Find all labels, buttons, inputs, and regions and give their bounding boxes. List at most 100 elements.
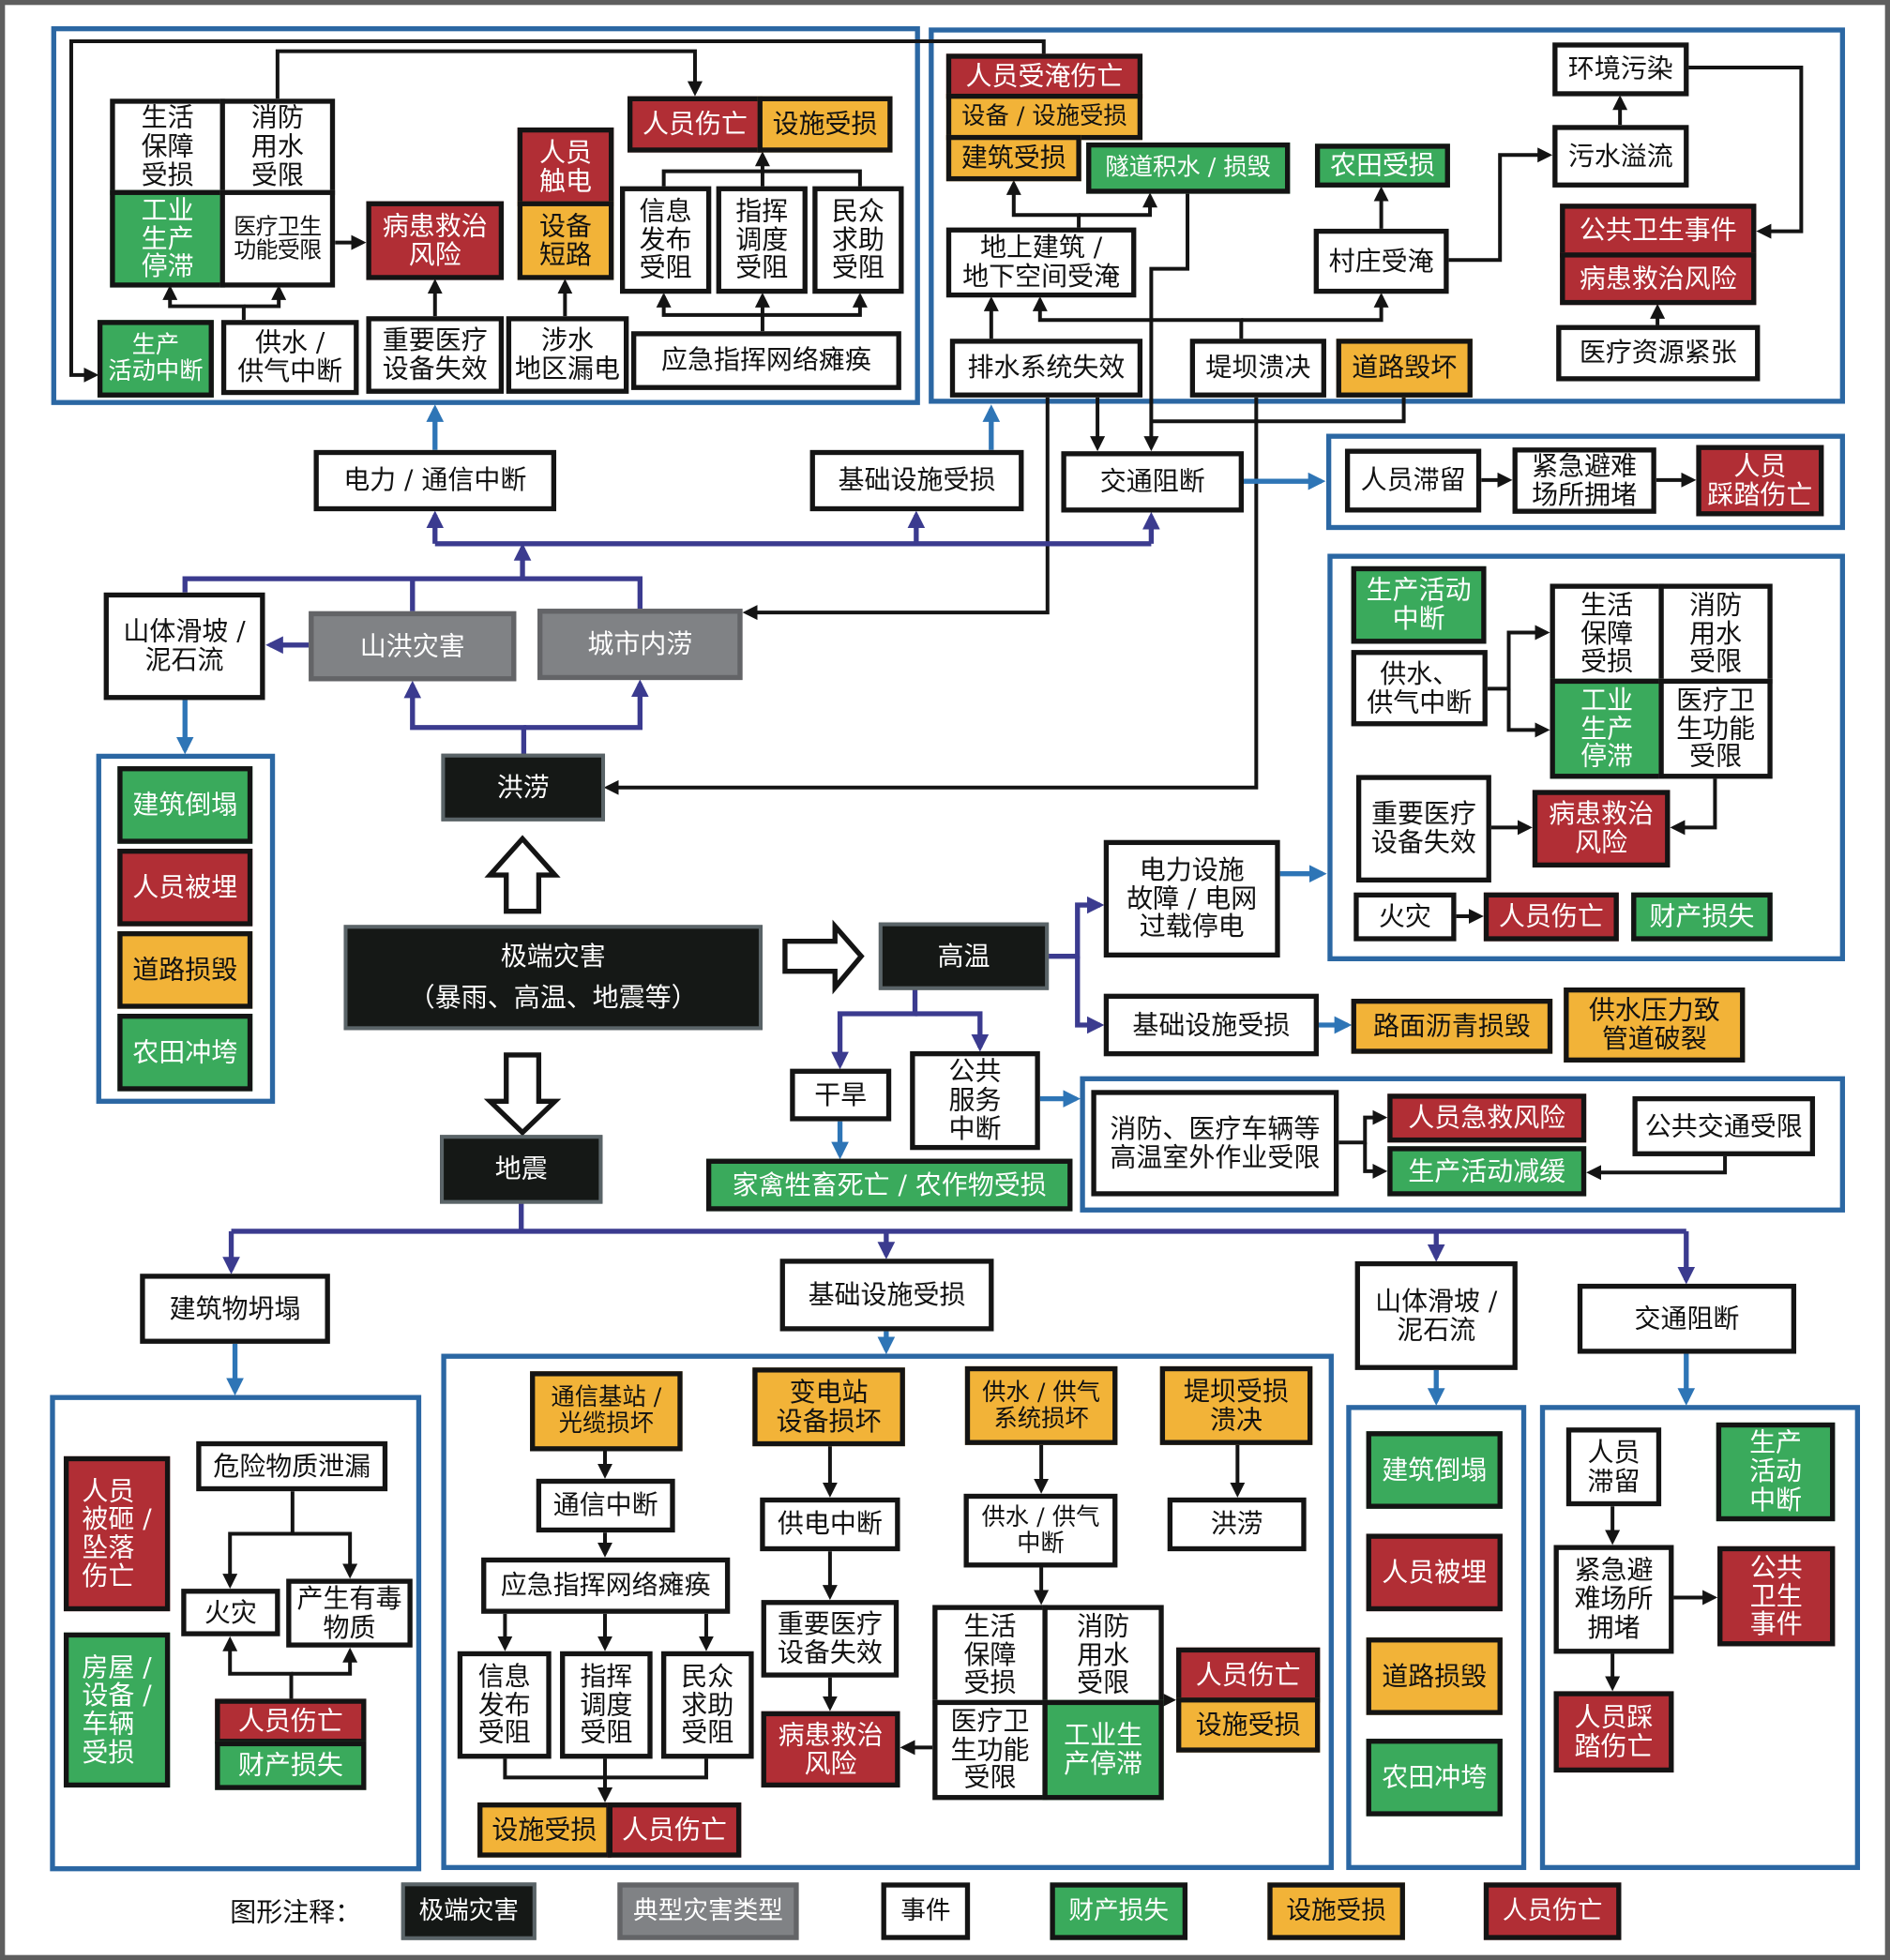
group-heat-service-impacts <box>1080 1076 1846 1213</box>
node-quake-stampede: 人员踩 踏伤亡 <box>1553 1691 1674 1773</box>
node-landslide-road-damage: 道路损毁 <box>117 931 253 1009</box>
node-heat-medical-equipment-failure: 重要医疗 设备失效 <box>1355 775 1491 883</box>
node-earthquake: 地震 <box>440 1135 603 1204</box>
node-quake-patient-care-risk: 病患救治 风险 <box>761 1711 900 1788</box>
node-quake-production-interrupted: 生产 活动 中断 <box>1716 1422 1836 1522</box>
node-power-comm-outage: 电力 / 通信中断 <box>313 449 557 512</box>
node-quake-landslide-building-collapse: 建筑倒塌 <box>1366 1431 1503 1509</box>
node-industrial-halt: 工业 生产 停滞 <box>110 189 225 288</box>
node-telecom-damage: 通信基站 / 光缆损坏 <box>530 1371 683 1452</box>
node-tunnel-flooding: 隧道积水 / 损毁 <box>1086 142 1291 194</box>
node-quake-info-release-blocked: 信息 发布 受阻 <box>457 1651 552 1759</box>
link-heat-watergas-to-top <box>1487 625 1550 691</box>
legend-typical-disaster-type: 典型灾害类型 <box>617 1882 799 1940</box>
node-public-health-event: 公共卫生事件 <box>1560 204 1757 258</box>
node-heat-casualties: 人员伤亡 <box>1483 892 1619 942</box>
node-drainage-failure: 排水系统失效 <box>949 339 1143 398</box>
link-loss-to-toxic <box>291 1647 358 1676</box>
link-dam-to-buildings <box>1032 295 1244 339</box>
legend-extreme-disaster: 极端灾害 <box>401 1882 537 1940</box>
node-heat: 高温 <box>878 922 1050 990</box>
node-quake-stranded: 人员 滞留 <box>1565 1427 1662 1507</box>
node-livestock-crop-loss: 家禽牲畜死亡 / 农作物受损 <box>705 1158 1073 1212</box>
node-patient-care-risk-2: 病患救治风险 <box>1560 252 1757 306</box>
link-buildings-to-building-damage <box>1005 179 1081 228</box>
node-quake-public-health-event: 公共 卫生 事件 <box>1717 1545 1836 1647</box>
node-extreme-disaster: 极端灾害 （暴雨、高温、地震等） <box>343 925 763 1031</box>
node-outdoor-work-restricted: 消防、医疗车辆等 高温室外作业受限 <box>1091 1090 1339 1197</box>
node-quake-facility-damage: 设施受损 <box>477 1802 612 1858</box>
flow-flood-to-urban-waterlogging <box>523 679 649 731</box>
node-collapse-property-loss: 财产损失 <box>215 1741 367 1790</box>
node-quake-command-dispatch-blocked: 指挥 调度 受阻 <box>560 1651 653 1759</box>
link-heat-watergas-to-bottom <box>1506 688 1550 738</box>
node-heat-medical-function-limited: 医疗卫 生功能 受限 <box>1658 678 1773 779</box>
node-production-interrupted: 生产 活动中断 <box>97 320 214 398</box>
node-farmland-damage: 农田受损 <box>1314 143 1450 188</box>
node-patient-care-risk: 病患救治 风险 <box>366 201 505 280</box>
flow-heat-to-drought <box>831 989 918 1070</box>
link-village-to-sewage <box>1448 147 1553 263</box>
node-equipment-facility-damage: 设备 / 设施受损 <box>945 93 1143 141</box>
node-substation-damage: 变电站 设备损坏 <box>752 1367 905 1447</box>
link-buildings-to-tunnel <box>1079 192 1158 218</box>
group-quake-landslide-impacts <box>1346 1405 1527 1871</box>
node-dam-damage: 堤坝受损 溃决 <box>1159 1365 1313 1445</box>
flow-heat-to-public-service <box>915 1011 990 1052</box>
node-quake-public-help-blocked: 民众 求助 受阻 <box>660 1651 754 1759</box>
hollow-arrow-up-icon <box>484 835 561 914</box>
node-buildings-flooded: 地上建筑 / 地下空间受淹 <box>945 227 1137 298</box>
node-collapse-casualties: 人员伤亡 <box>215 1698 367 1744</box>
node-quake-command-network-paralysis: 应急指挥网络瘫痪 <box>481 1557 731 1614</box>
node-flood-traffic-blocked: 交通阻断 <box>1061 451 1245 513</box>
flow-heat-to-power-failure <box>1049 896 1105 959</box>
flow-heat-to-infrastructure <box>1075 956 1105 1034</box>
legend-title: 图形注释： <box>230 1897 362 1928</box>
root-label: 极端灾害 <box>500 942 606 972</box>
node-building-collapse: 建筑物坍塌 <box>140 1274 330 1344</box>
node-power-facility-failure: 电力设施 故障 / 电网 过载停电 <box>1103 839 1280 958</box>
link-network-to-help-blocked <box>762 292 868 317</box>
node-quake-grid-casualties: 人员伤亡 <box>1176 1647 1321 1703</box>
link-pollution-to-public-health <box>1688 65 1804 239</box>
node-asphalt-damage: 路面沥青损毁 <box>1351 998 1553 1054</box>
node-flood: 洪涝 <box>441 753 606 822</box>
link-watergas-to-medical <box>243 284 287 309</box>
node-landslide-buried: 人员被埋 <box>117 849 253 927</box>
link-outdoor-to-slowdown <box>1363 1142 1388 1179</box>
root-sublabel: （暴雨、高温、地震等） <box>408 982 698 1013</box>
node-quake-flood: 洪涝 <box>1167 1497 1307 1552</box>
node-quake-industrial-halt: 工业生 产停滞 <box>1042 1699 1164 1801</box>
node-quake-landslide: 山体滑坡 / 泥石流 <box>1354 1260 1518 1370</box>
node-stampede-casualties: 人员 踩踏伤亡 <box>1696 445 1824 517</box>
node-fire-water-limited: 消防 用水 受限 <box>219 98 336 195</box>
node-shelter-congestion: 紧急避难 场所拥堵 <box>1512 447 1656 514</box>
node-public-service-interrupted: 公共 服务 中断 <box>910 1050 1040 1151</box>
node-property-equipment-vehicle-damage: 房屋 / 设备 / 车辆 受损 <box>63 1632 171 1788</box>
node-collapse-fire: 火灾 <box>181 1589 280 1636</box>
node-quake-living-support-damaged: 生活 保障 受损 <box>932 1605 1048 1706</box>
node-stranded: 人员滞留 <box>1344 448 1482 513</box>
node-heat-production-interrupted: 生产活动 中断 <box>1351 565 1487 644</box>
node-living-support-damaged: 生活 保障 受损 <box>110 98 225 195</box>
node-quake-landslide-buried: 人员被埋 <box>1366 1533 1503 1612</box>
flow-flood-to-flash-flood <box>403 680 527 754</box>
node-heat-water-gas-outage: 供水、 供气中断 <box>1351 650 1488 727</box>
node-info-release-blocked: 信息 发布 受阻 <box>620 186 712 294</box>
node-public-help-blocked: 民众 求助 受阻 <box>812 186 904 294</box>
legend-property-loss: 财产损失 <box>1050 1882 1188 1940</box>
link-dam-to-flood <box>603 397 1259 795</box>
group-flood-infrastructure-impacts <box>929 27 1846 404</box>
link-network-to-info-blocked <box>656 292 764 332</box>
node-quake-infrastructure-damage: 基础设施受损 <box>779 1259 994 1332</box>
node-quake-medical-equipment-failure: 重要医疗 设备失效 <box>761 1600 900 1678</box>
link-road-to-traffic <box>1151 397 1406 424</box>
node-casualties: 人员伤亡 <box>627 96 763 153</box>
node-toxic-release: 产生有毒 物质 <box>286 1578 413 1648</box>
node-public-transit-limited: 公共交通受限 <box>1632 1095 1816 1156</box>
node-command-dispatch-blocked: 指挥 调度 受阻 <box>716 186 808 294</box>
node-command-network-paralysis: 应急指挥网络瘫痪 <box>630 331 901 390</box>
node-heat-property-loss: 财产损失 <box>1631 892 1773 942</box>
